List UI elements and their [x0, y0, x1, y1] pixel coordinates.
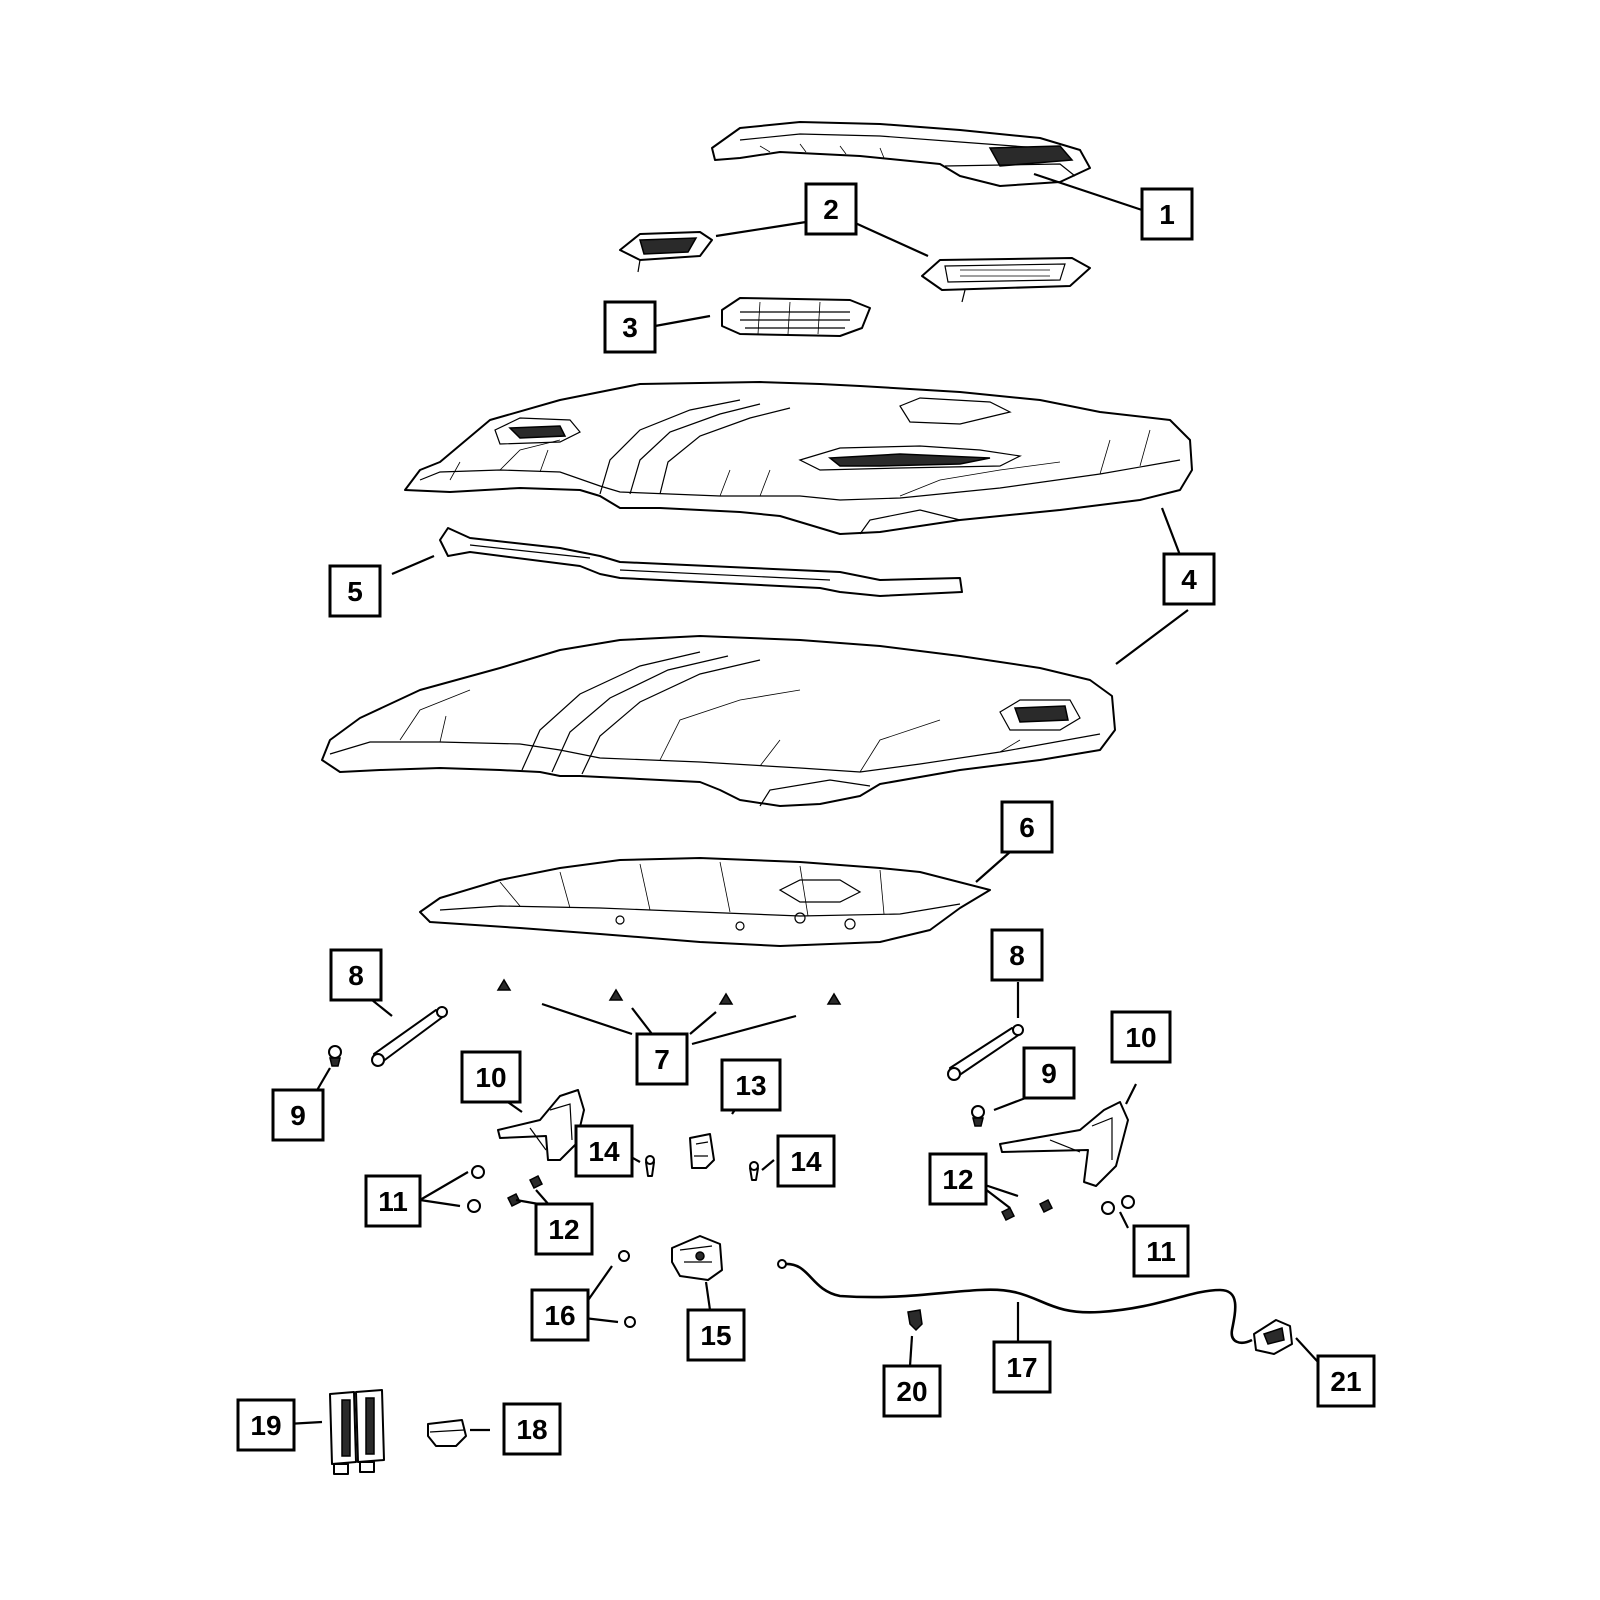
- callout-13: 13: [720, 1058, 782, 1112]
- callout-7: 7: [635, 1032, 689, 1086]
- part-18-bumper: [427, 1419, 467, 1447]
- svg-text:14: 14: [790, 1146, 822, 1177]
- part-1-hood-scoop: [711, 121, 1091, 187]
- part-5-hood-seal: [439, 527, 963, 597]
- svg-text:9: 9: [290, 1100, 306, 1131]
- callout-4: 4: [1162, 552, 1216, 606]
- part-20-clip: [907, 1309, 923, 1332]
- svg-text:20: 20: [896, 1376, 927, 1407]
- callout-6: 6: [1000, 800, 1054, 854]
- callout-12-left: 12: [534, 1202, 594, 1256]
- callout-3: 3: [603, 300, 657, 354]
- part-4-hood-panel-lower: [321, 635, 1116, 807]
- svg-text:12: 12: [942, 1164, 973, 1195]
- part-6-hood-insulator: [419, 857, 991, 947]
- part-10-hood-hinges: [497, 1089, 1129, 1187]
- svg-text:15: 15: [700, 1320, 731, 1351]
- part-13-striker: [689, 1133, 715, 1169]
- callout-16: 16: [530, 1288, 590, 1342]
- part-11-12-fasteners: [467, 1165, 1135, 1222]
- callout-9-left: 9: [271, 1088, 325, 1142]
- svg-text:12: 12: [548, 1214, 579, 1245]
- svg-text:11: 11: [378, 1186, 408, 1217]
- part-7-push-pins: [496, 978, 842, 1005]
- callout-8-right: 8: [990, 928, 1044, 982]
- callout-10-right: 10: [1110, 1010, 1172, 1064]
- svg-text:10: 10: [1125, 1022, 1156, 1053]
- callout-19: 19: [236, 1398, 296, 1452]
- callout-5: 5: [328, 564, 382, 618]
- part-16-latch-bolts: [618, 1250, 636, 1328]
- part-15-hood-latch: [671, 1235, 723, 1281]
- svg-text:1: 1: [1159, 199, 1175, 230]
- svg-text:3: 3: [622, 312, 638, 343]
- svg-text:11: 11: [1146, 1236, 1176, 1267]
- svg-text:16: 16: [544, 1300, 575, 1331]
- svg-text:2: 2: [823, 194, 839, 225]
- svg-text:8: 8: [1009, 940, 1025, 971]
- svg-text:8: 8: [348, 960, 364, 991]
- svg-text:10: 10: [475, 1062, 506, 1093]
- callout-10-left: 10: [460, 1050, 522, 1104]
- part-14-bolts: [645, 1155, 759, 1181]
- callout-14-right: 14: [776, 1134, 836, 1188]
- callout-11-left: 11: [364, 1174, 422, 1228]
- part-17-release-cable: [777, 1259, 1253, 1344]
- callout-14-left: 14: [574, 1124, 634, 1178]
- callout-2: 2: [804, 182, 858, 236]
- svg-text:4: 4: [1181, 564, 1197, 595]
- callout-12-right: 12: [928, 1152, 988, 1206]
- callout-9-right: 9: [1022, 1046, 1076, 1100]
- svg-text:6: 6: [1019, 812, 1035, 843]
- callout-17: 17: [992, 1340, 1052, 1394]
- callout-1: 1: [1140, 187, 1194, 241]
- part-4-hood-panel-upper: [404, 381, 1193, 535]
- part-19-stripe-decals: [329, 1389, 385, 1475]
- svg-text:13: 13: [735, 1070, 766, 1101]
- svg-text:7: 7: [654, 1044, 670, 1075]
- part-21-release-handle: [1253, 1319, 1293, 1355]
- part-3-grille-insert: [721, 297, 871, 337]
- svg-text:21: 21: [1330, 1366, 1361, 1397]
- svg-text:18: 18: [516, 1414, 547, 1445]
- svg-text:9: 9: [1041, 1058, 1057, 1089]
- part-2-vent-bezels: [619, 231, 1091, 303]
- part-9-ball-studs: [328, 1045, 985, 1127]
- svg-text:19: 19: [250, 1410, 281, 1441]
- callout-15: 15: [686, 1308, 746, 1362]
- svg-text:17: 17: [1006, 1352, 1037, 1383]
- callout-20: 20: [882, 1364, 942, 1418]
- callout-21: 21: [1316, 1354, 1376, 1408]
- svg-text:5: 5: [347, 576, 363, 607]
- callout-11-right: 11: [1132, 1224, 1190, 1278]
- callout-18: 18: [502, 1402, 562, 1456]
- svg-text:14: 14: [588, 1136, 620, 1167]
- callout-8-left: 8: [329, 948, 383, 1002]
- part-8-gas-struts: [371, 1006, 1024, 1081]
